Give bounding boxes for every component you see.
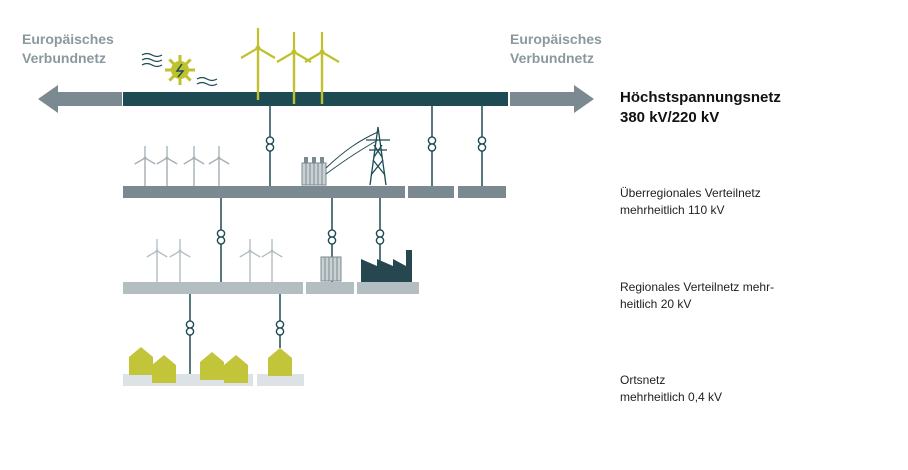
right-network-label-line2: Verbundnetz — [510, 50, 595, 66]
house-icon — [268, 348, 292, 376]
supra-regional-bus-segment — [408, 186, 454, 198]
regional-bus — [123, 282, 303, 294]
sun-icon — [165, 55, 195, 85]
left-network-label: Europäisches Verbundnetz — [22, 30, 114, 68]
transformer-icon — [265, 136, 275, 152]
house-icon — [129, 347, 153, 375]
wind-turbine-icon — [169, 238, 191, 283]
level-label-regional: Regionales Verteilnetz mehr- heitlich 20… — [620, 279, 774, 313]
house-icon — [224, 355, 248, 383]
overhead-line — [325, 131, 379, 169]
right-network-label: Europäisches Verbundnetz — [510, 30, 602, 68]
wind-turbine-icon — [156, 145, 178, 190]
local-bus-segment — [257, 374, 304, 386]
transformer-icon — [477, 136, 487, 152]
wind-turbine-icon — [183, 145, 205, 190]
level-label-supra-regional: Überregionales Verteilnetz mehrheitlich … — [620, 185, 761, 219]
left-arrow-icon — [38, 85, 122, 113]
factory-icon — [361, 250, 412, 282]
transformer-icon — [275, 320, 285, 336]
wind-turbine-icon — [146, 238, 168, 283]
level-label-extra-high: Höchstspannungsnetz 380 kV/220 kV — [620, 88, 781, 128]
supra-regional-bus-segment — [458, 186, 506, 198]
overhead-line — [325, 139, 379, 175]
transformer-icon — [375, 229, 385, 245]
level-label-local-line2: mehrheitlich 0,4 kV — [620, 390, 723, 404]
transformer-station-icon — [320, 256, 342, 282]
left-network-label-line2: Verbundnetz — [22, 50, 107, 66]
wind-turbine-icon — [239, 26, 277, 102]
waves-icon — [141, 52, 218, 87]
regional-bus-segment — [306, 282, 354, 294]
transformer-icon — [185, 320, 195, 336]
power-pylon-icon — [366, 126, 390, 186]
level-label-supra-regional-line2: mehrheitlich 110 kV — [620, 203, 725, 217]
level-label-local: Ortsnetz mehrheitlich 0,4 kV — [620, 372, 722, 406]
house-icon — [152, 355, 176, 383]
right-arrow-icon — [510, 85, 594, 113]
wind-turbine-icon — [261, 238, 283, 283]
level-label-local-line1: Ortsnetz — [620, 373, 666, 387]
level-label-extra-high-line1: Höchstspannungsnetz — [620, 89, 781, 106]
supra-regional-bus — [123, 186, 405, 198]
transformer-icon — [327, 229, 337, 245]
level-label-regional-line2: heitlich 20 kV — [620, 297, 692, 311]
wind-turbine-icon — [239, 238, 261, 283]
connection-line — [220, 198, 381, 282]
transformer-station-icon — [301, 157, 327, 186]
regional-bus-segment — [357, 282, 419, 294]
wind-turbine-icon — [208, 145, 230, 190]
transformer-icon — [427, 136, 437, 152]
wind-turbine-icon — [134, 145, 156, 190]
extra-high-voltage-bus — [123, 92, 508, 106]
left-network-label-line1: Europäisches — [22, 31, 114, 47]
right-network-label-line1: Europäisches — [510, 31, 602, 47]
house-icon — [200, 352, 224, 380]
level-label-regional-line1: Regionales Verteilnetz mehr- — [620, 280, 775, 294]
transformer-icon — [216, 229, 226, 245]
level-label-extra-high-line2: 380 kV/220 kV — [620, 109, 720, 126]
level-label-supra-regional-line1: Überregionales Verteilnetz — [620, 186, 761, 200]
